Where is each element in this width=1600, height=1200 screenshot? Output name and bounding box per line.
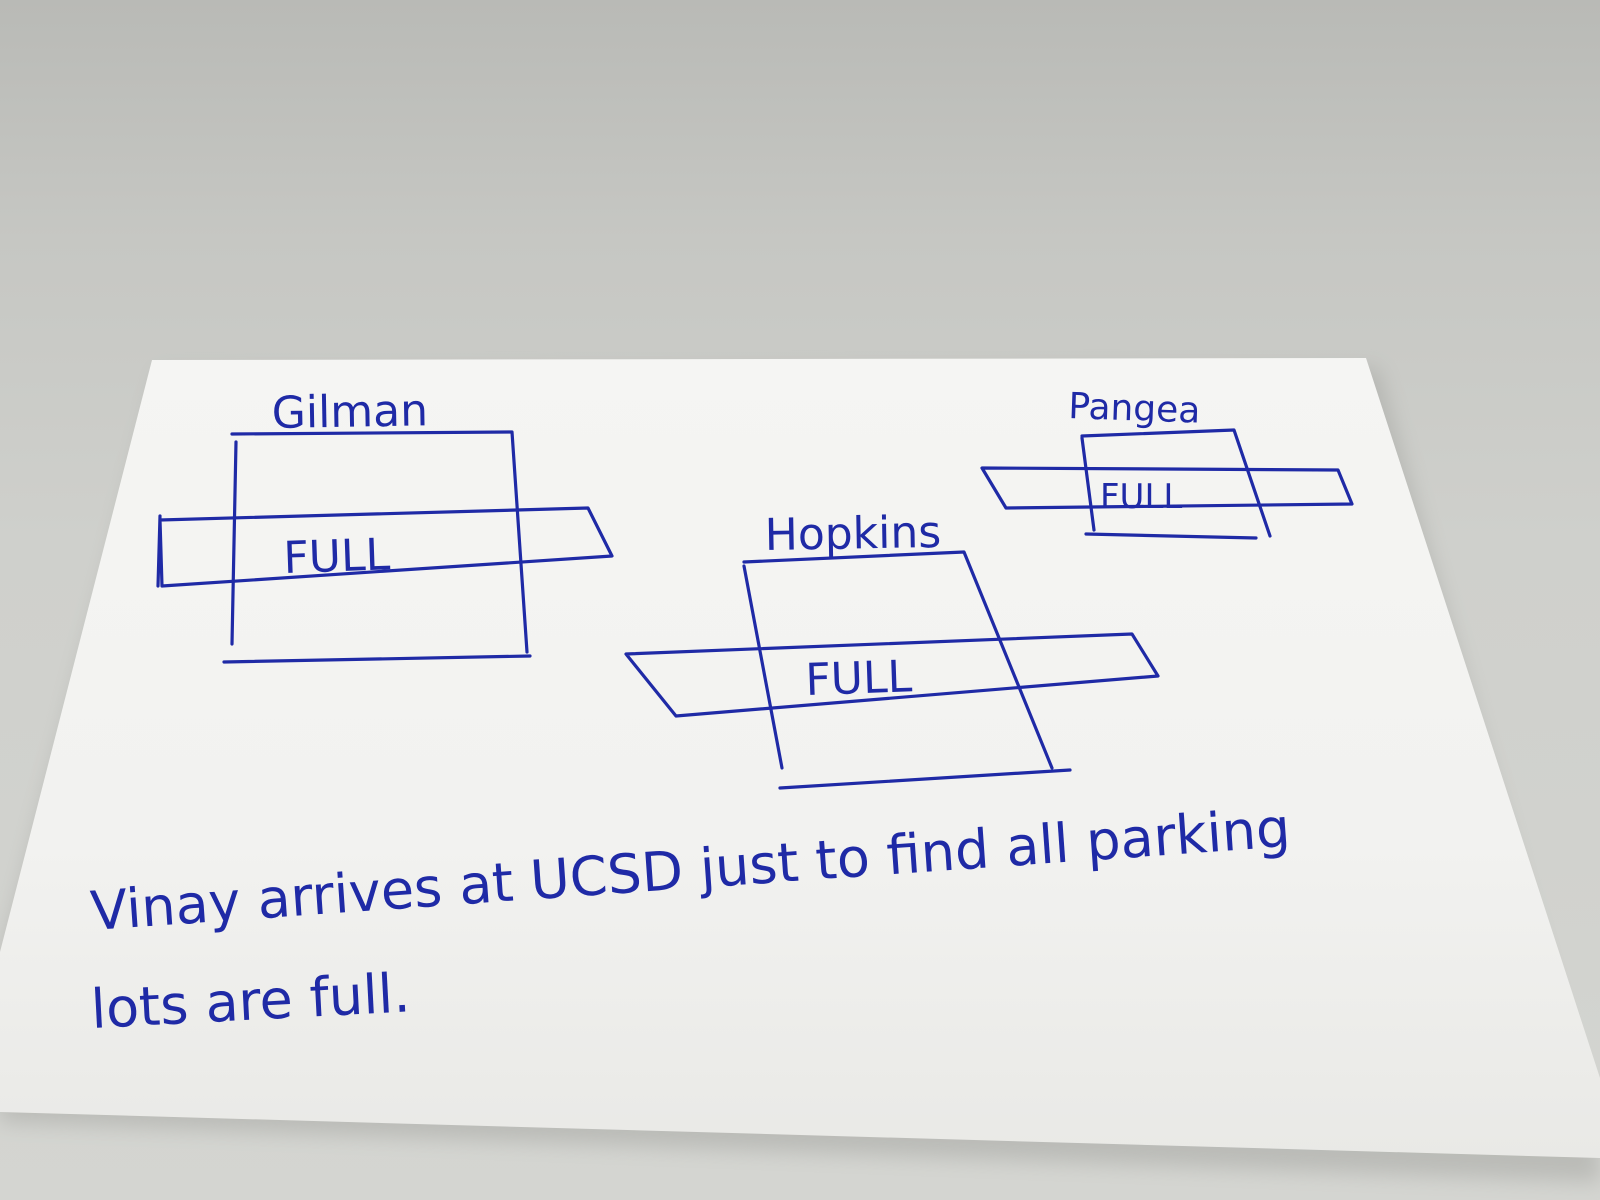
pangea-full-banner bbox=[980, 466, 1354, 510]
hopkins-full-banner bbox=[624, 632, 1160, 718]
gilman-lot-label: Gilman bbox=[271, 385, 428, 439]
pangea-lot-sketch: Pangea FULL bbox=[980, 386, 1354, 540]
gilman-full-banner bbox=[156, 506, 614, 588]
pangea-lot-outline bbox=[1080, 428, 1272, 540]
index-card bbox=[0, 358, 1600, 1158]
gilman-lot-sketch: Gilman FULL bbox=[156, 385, 614, 664]
hopkins-lot-label: Hopkins bbox=[764, 507, 941, 561]
gilman-lot-outline bbox=[222, 430, 532, 664]
pangea-full-label: FULL bbox=[1100, 477, 1182, 517]
pangea-lot-label: Pangea bbox=[1068, 386, 1201, 432]
hopkins-full-label: FULL bbox=[805, 651, 914, 706]
hopkins-lot-sketch: Hopkins FULL bbox=[624, 507, 1160, 790]
gilman-full-label: FULL bbox=[283, 529, 392, 584]
hopkins-lot-outline bbox=[742, 550, 1072, 790]
